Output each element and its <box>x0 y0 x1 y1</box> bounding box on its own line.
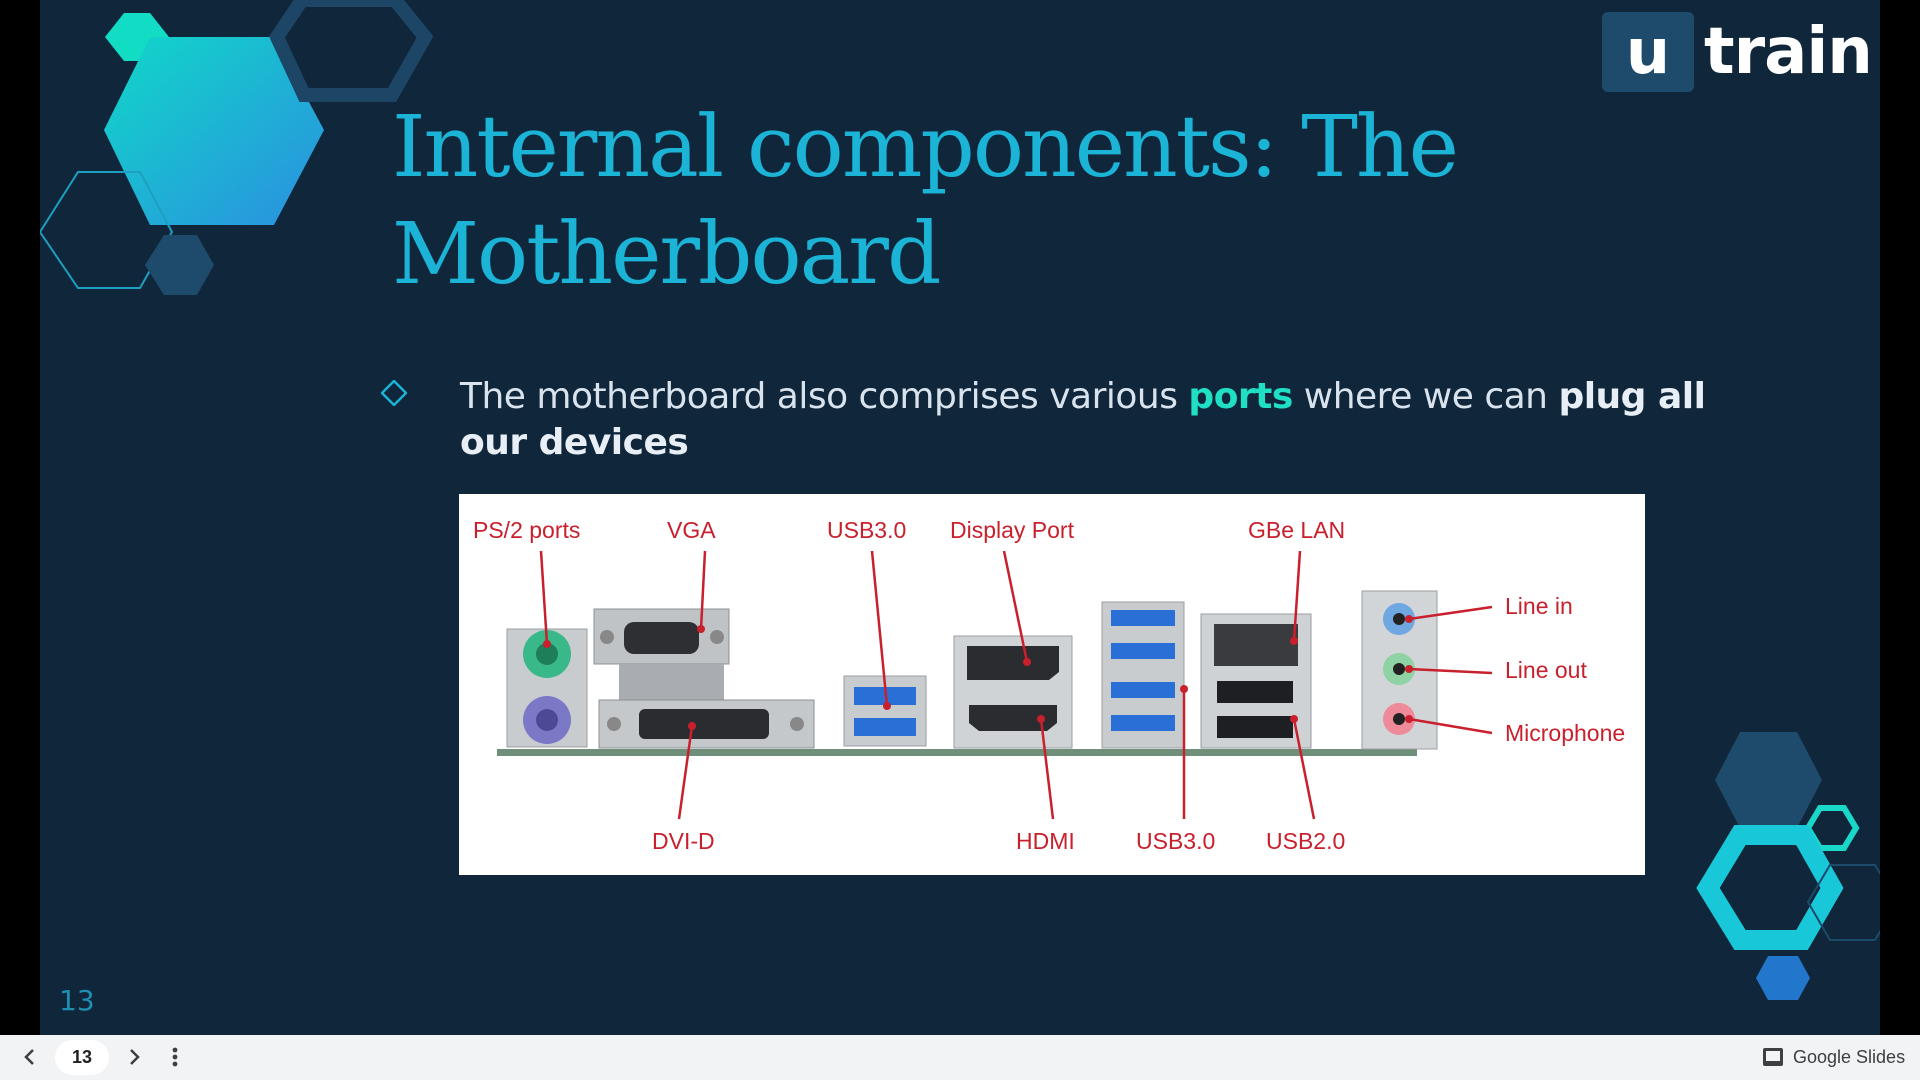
chevron-right-icon[interactable] <box>122 1045 146 1069</box>
label-gbe-lan: GBe LAN <box>1248 517 1346 543</box>
io-panel-illustration <box>497 550 1493 820</box>
slide-number: 13 <box>59 984 95 1017</box>
label-display-port: Display Port <box>950 517 1074 543</box>
label-usb30-top: USB3.0 <box>827 517 907 543</box>
bullet-text-part1: The motherboard also comprises various <box>460 376 1189 417</box>
bullet-bold: plug all our devices <box>460 376 1706 463</box>
label-vga: VGA <box>667 517 716 543</box>
label-hdmi: HDMI <box>1016 828 1075 854</box>
page-number-input[interactable]: 13 <box>55 1040 109 1075</box>
label-microphone: Microphone <box>1505 720 1626 746</box>
diamond-bullet-icon <box>381 380 407 406</box>
hexagon-decoration <box>40 0 1880 1000</box>
bullet-highlight: ports <box>1188 376 1293 417</box>
slide: u train Internal components: The Motherb… <box>40 0 1880 1035</box>
slide-title: Internal components: The Motherboard <box>392 98 1459 304</box>
more-options-icon[interactable] <box>165 1045 185 1069</box>
logo-badge: u <box>1602 12 1694 92</box>
google-slides-link[interactable]: Google Slides <box>1793 1047 1906 1067</box>
label-ps2-ports: PS/2 ports <box>473 517 581 543</box>
utrain-logo: u train <box>1602 12 1873 92</box>
label-usb30-bottom: USB3.0 <box>1136 828 1216 854</box>
viewer-toolbar: 13 Google Slides <box>0 1035 1920 1080</box>
label-line-out: Line out <box>1505 657 1587 683</box>
bullet-text: The motherboard also comprises various p… <box>460 374 1760 466</box>
label-line-in: Line in <box>1505 593 1573 619</box>
label-dvi-d: DVI-D <box>652 828 715 854</box>
motherboard-ports-image: PS/2 ports VGA USB3.0 Display Port GBe L… <box>459 494 1645 875</box>
label-usb20: USB2.0 <box>1266 828 1346 854</box>
bullet-text-part2: where we can <box>1292 376 1559 417</box>
logo-word: train <box>1704 15 1873 89</box>
chevron-left-icon[interactable] <box>18 1045 42 1069</box>
google-slides-icon[interactable] <box>1762 1047 1784 1067</box>
